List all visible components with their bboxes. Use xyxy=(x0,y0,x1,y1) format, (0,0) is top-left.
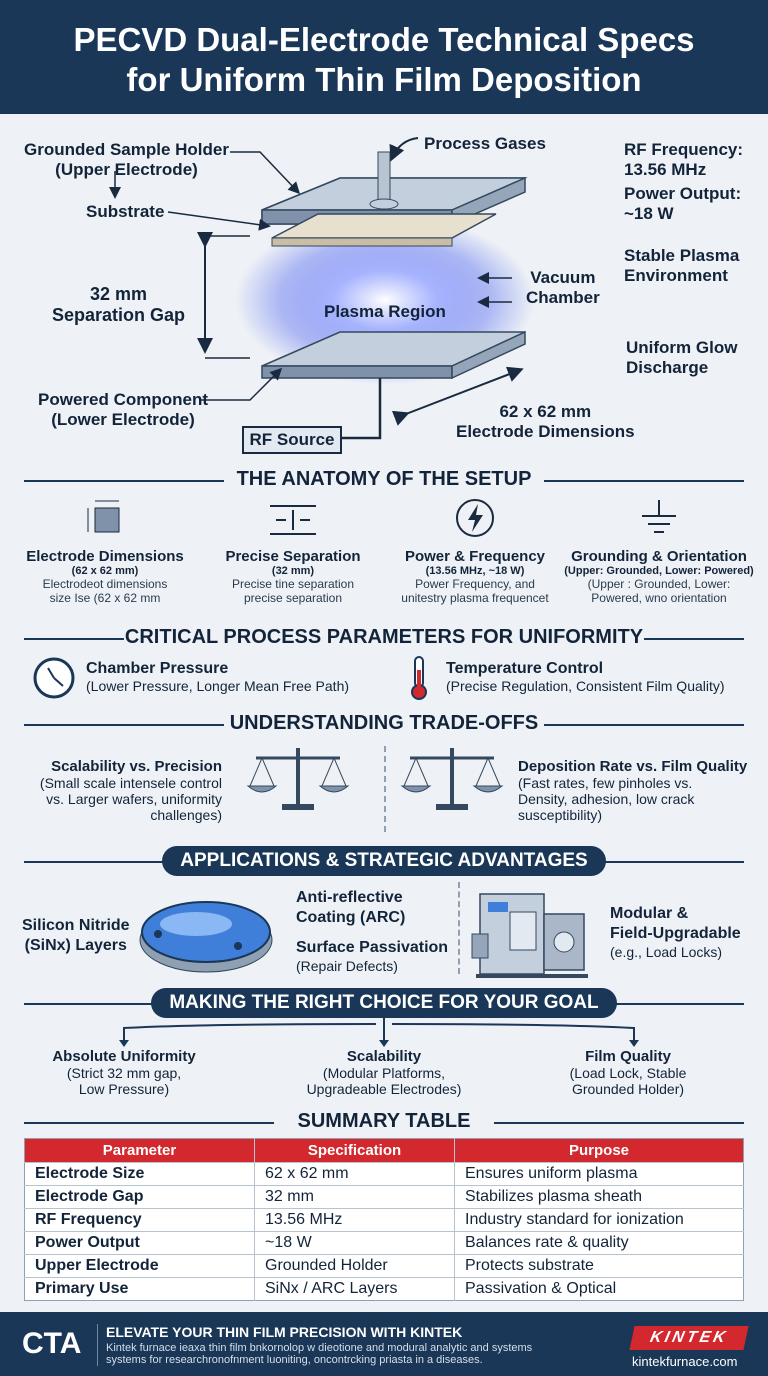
header-specification: Specification xyxy=(254,1138,455,1163)
cell-purpose: Industry standard for ionization xyxy=(454,1208,744,1232)
summary-table: Parameter Specification Purpose Electrod… xyxy=(24,1138,744,1301)
cell-specification: 62 x 62 mm xyxy=(254,1162,455,1186)
page-header: PECVD Dual-Electrode Technical Specs for… xyxy=(0,0,768,114)
temperature-control-param: Temperature Control (Precise Regulation,… xyxy=(446,660,725,694)
gas-tube xyxy=(377,151,391,203)
chamber-pressure-param: Chamber Pressure (Lower Pressure, Longer… xyxy=(86,660,350,694)
header-purpose: Purpose xyxy=(454,1138,744,1163)
tradeoff-deposition-rate: Deposition Rate vs. Film Quality (Fast r… xyxy=(518,758,748,823)
powered-component-label: Powered Component(Lower Electrode) xyxy=(38,390,209,429)
balance-scale-icon-2 xyxy=(400,748,504,810)
square-dimension-icon xyxy=(87,500,120,533)
plasma-region-label: Plasma Region xyxy=(324,302,446,321)
separation-arrows-icon xyxy=(270,505,316,535)
cell-specification: Grounded Holder xyxy=(254,1254,455,1278)
cell-parameter: Primary Use xyxy=(24,1277,255,1301)
cell-parameter: RF Frequency xyxy=(24,1208,255,1232)
table-row: Electrode Gap 32 mm Stabilizes plasma sh… xyxy=(24,1185,744,1209)
power-output-label: Power Output:~18 W xyxy=(624,184,742,223)
kintek-logo[interactable]: KINTEK xyxy=(629,1326,749,1350)
footer-headline: ELEVATE YOUR THIN FILM PRECISION WITH KI… xyxy=(106,1324,463,1340)
substrate-label: Substrate xyxy=(86,202,165,221)
choice-film-quality: Film Quality (Load Lock, Stable Grounded… xyxy=(569,1048,687,1097)
balance-scale-icon xyxy=(246,748,350,810)
pecvd-system-icon xyxy=(471,893,588,978)
cell-parameter: Electrode Gap xyxy=(24,1185,255,1209)
choice-absolute-uniformity: Absolute Uniformity (Strict 32 mm gap, L… xyxy=(52,1048,196,1097)
cell-purpose: Passivation & Optical xyxy=(454,1277,744,1301)
params-section-title: CRITICAL PROCESS PARAMETERS FOR UNIFORMI… xyxy=(0,626,768,649)
silicon-nitride-label: Silicon Nitride(SiNx) Layers xyxy=(22,917,130,954)
tradeoffs-section-title: UNDERSTANDING TRADE-OFFS xyxy=(0,712,768,735)
table-row: Upper Electrode Grounded Holder Protects… xyxy=(24,1254,744,1278)
cell-parameter: Power Output xyxy=(24,1231,255,1255)
footer: CTA ELEVATE YOUR THIN FILM PRECISION WIT… xyxy=(0,1312,768,1376)
page-title-line1: PECVD Dual-Electrode Technical Specs xyxy=(73,21,695,58)
coated-wafer-icon xyxy=(139,901,273,973)
tradeoff-scalability: Scalability vs. Precision (Small scale i… xyxy=(39,758,222,823)
lightning-icon xyxy=(456,499,494,537)
cell-specification: 32 mm xyxy=(254,1185,455,1209)
thermometer-icon xyxy=(411,656,427,700)
applications-divider xyxy=(458,882,460,974)
grounded-holder-label: Grounded Sample Holder(Upper Electrode) xyxy=(24,140,229,179)
anatomy-item-electrode-dimensions: Electrode Dimensions (62 x 62 mm) Electr… xyxy=(10,496,200,605)
cell-purpose: Ensures uniform plasma xyxy=(454,1162,744,1186)
cell-purpose: Stabilizes plasma sheath xyxy=(454,1185,744,1209)
tradeoff-divider xyxy=(384,746,386,832)
footer-body: Kintek furnace ieaxa thin film bnkornolo… xyxy=(106,1342,533,1366)
table-row: RF Frequency 13.56 MHz Industry standard… xyxy=(24,1208,744,1232)
electrode-diagram xyxy=(109,137,535,440)
ground-icon xyxy=(642,500,676,533)
pressure-gauge-icon xyxy=(33,657,75,699)
cta-label[interactable]: CTA xyxy=(22,1327,82,1360)
summary-section-title: SUMMARY TABLE xyxy=(0,1110,768,1133)
rf-frequency-label: RF Frequency:13.56 MHz xyxy=(624,140,744,179)
surface-passivation-label: Surface Passivation (Repair Defects) xyxy=(296,939,449,974)
anatomy-section-title: THE ANATOMY OF THE SETUP xyxy=(0,468,768,491)
anatomy-item-grounding: Grounding & Orientation (Upper: Grounded… xyxy=(564,496,754,605)
table-row: Power Output ~18 W Balances rate & quali… xyxy=(24,1231,744,1255)
anatomy-item-power-frequency: Power & Frequency (13.56 MHz, ~18 W) Pow… xyxy=(380,496,570,605)
choice-scalability: Scalability (Modular Platforms, Upgradea… xyxy=(306,1048,462,1097)
cell-purpose: Balances rate & quality xyxy=(454,1231,744,1255)
choice-branch-lines xyxy=(119,1016,639,1047)
cell-specification: SiNx / ARC Layers xyxy=(254,1277,455,1301)
website-link[interactable]: kintekfurnace.com xyxy=(632,1354,738,1369)
applications-section-title: APPLICATIONS & STRATEGIC ADVANTAGES xyxy=(0,846,768,876)
choice-section-title: MAKING THE RIGHT CHOICE FOR YOUR GOAL xyxy=(0,988,768,1018)
rf-source-box: RF Source xyxy=(242,426,342,454)
cell-specification: 13.56 MHz xyxy=(254,1208,455,1232)
cell-parameter: Electrode Size xyxy=(24,1162,255,1186)
page-title-line2: for Uniform Thin Film Deposition xyxy=(126,61,642,98)
cell-parameter: Upper Electrode xyxy=(24,1254,255,1278)
modular-label: Modular & Field-Upgradable (e.g., Load L… xyxy=(610,905,741,960)
table-row: Primary Use SiNx / ARC Layers Passivatio… xyxy=(24,1277,744,1301)
summary-header-row: Parameter Specification Purpose xyxy=(24,1138,744,1163)
cell-specification: ~18 W xyxy=(254,1231,455,1255)
cell-purpose: Protects substrate xyxy=(454,1254,744,1278)
anatomy-item-precise-separation: Precise Separation (32 mm) Precise tine … xyxy=(198,496,388,605)
process-gases-label: Process Gases xyxy=(424,134,546,153)
footer-divider xyxy=(97,1324,98,1366)
table-row: Electrode Size 62 x 62 mm Ensures unifor… xyxy=(24,1162,744,1186)
header-parameter: Parameter xyxy=(24,1138,255,1163)
